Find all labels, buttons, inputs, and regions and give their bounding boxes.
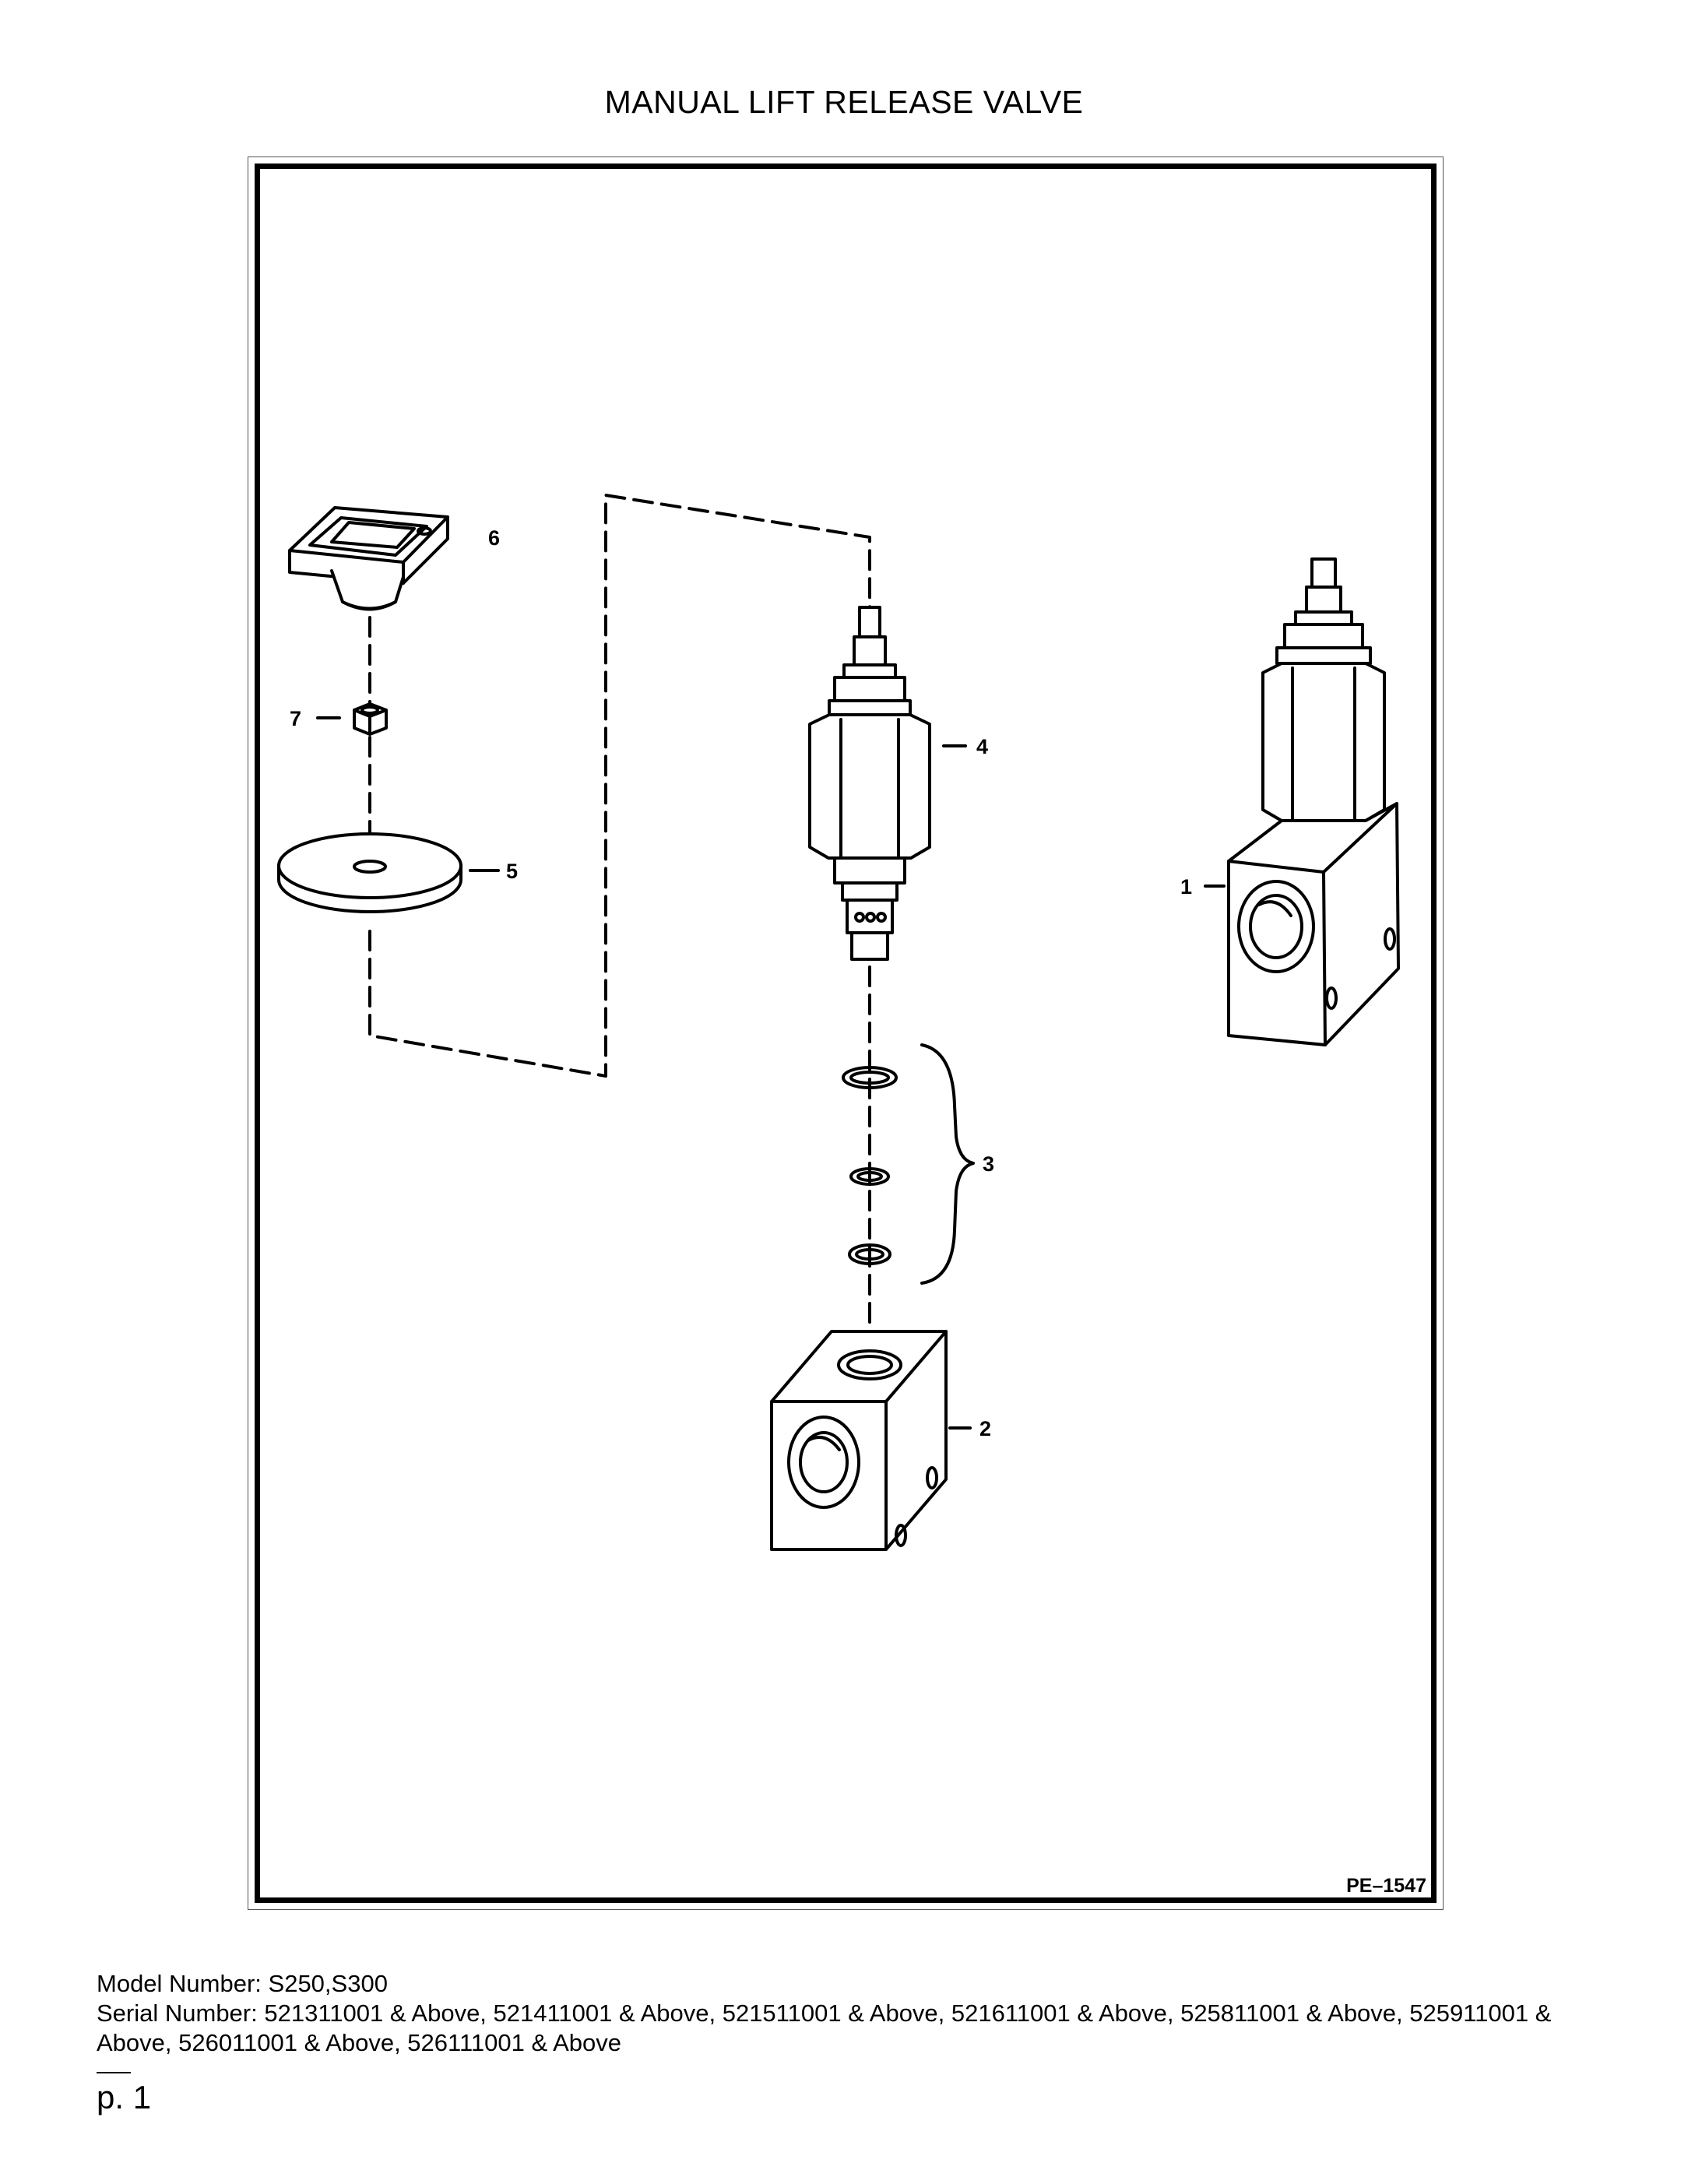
callout-7: 7 bbox=[290, 707, 301, 730]
callout-1: 1 bbox=[1180, 875, 1192, 899]
part-5-washer bbox=[277, 832, 500, 913]
diagram-frame-border bbox=[255, 164, 1437, 1903]
drawing-code: PE–1547 bbox=[1346, 1875, 1426, 1897]
model-number: Model Number: S250,S300 bbox=[97, 1970, 388, 1997]
callout-6: 6 bbox=[488, 526, 500, 550]
diagram-frame bbox=[248, 157, 1444, 1910]
callout-4: 4 bbox=[976, 735, 988, 758]
footer: Model Number: S250,S300 Serial Number: 5… bbox=[97, 1969, 1623, 2058]
part-1-valve-assembly bbox=[1204, 557, 1400, 1046]
part-7-nut bbox=[316, 702, 388, 736]
part-3-seal-kit bbox=[842, 1043, 975, 1285]
serial-number: Serial Number: 521311001 & Above, 521411… bbox=[97, 1999, 1552, 2056]
assembly-dashed-lines bbox=[368, 494, 871, 1333]
page-number: p. 1 bbox=[97, 2079, 152, 2115]
callout-5: 5 bbox=[506, 860, 518, 883]
part-4-cartridge-valve bbox=[808, 606, 967, 961]
page-title: MANUAL LIFT RELEASE VALVE bbox=[604, 84, 1084, 120]
part-6-knob bbox=[288, 506, 449, 611]
callout-3: 3 bbox=[983, 1152, 994, 1176]
part-2-valve-body bbox=[770, 1330, 972, 1551]
callout-2: 2 bbox=[979, 1417, 991, 1440]
page-rule bbox=[97, 2072, 131, 2073]
